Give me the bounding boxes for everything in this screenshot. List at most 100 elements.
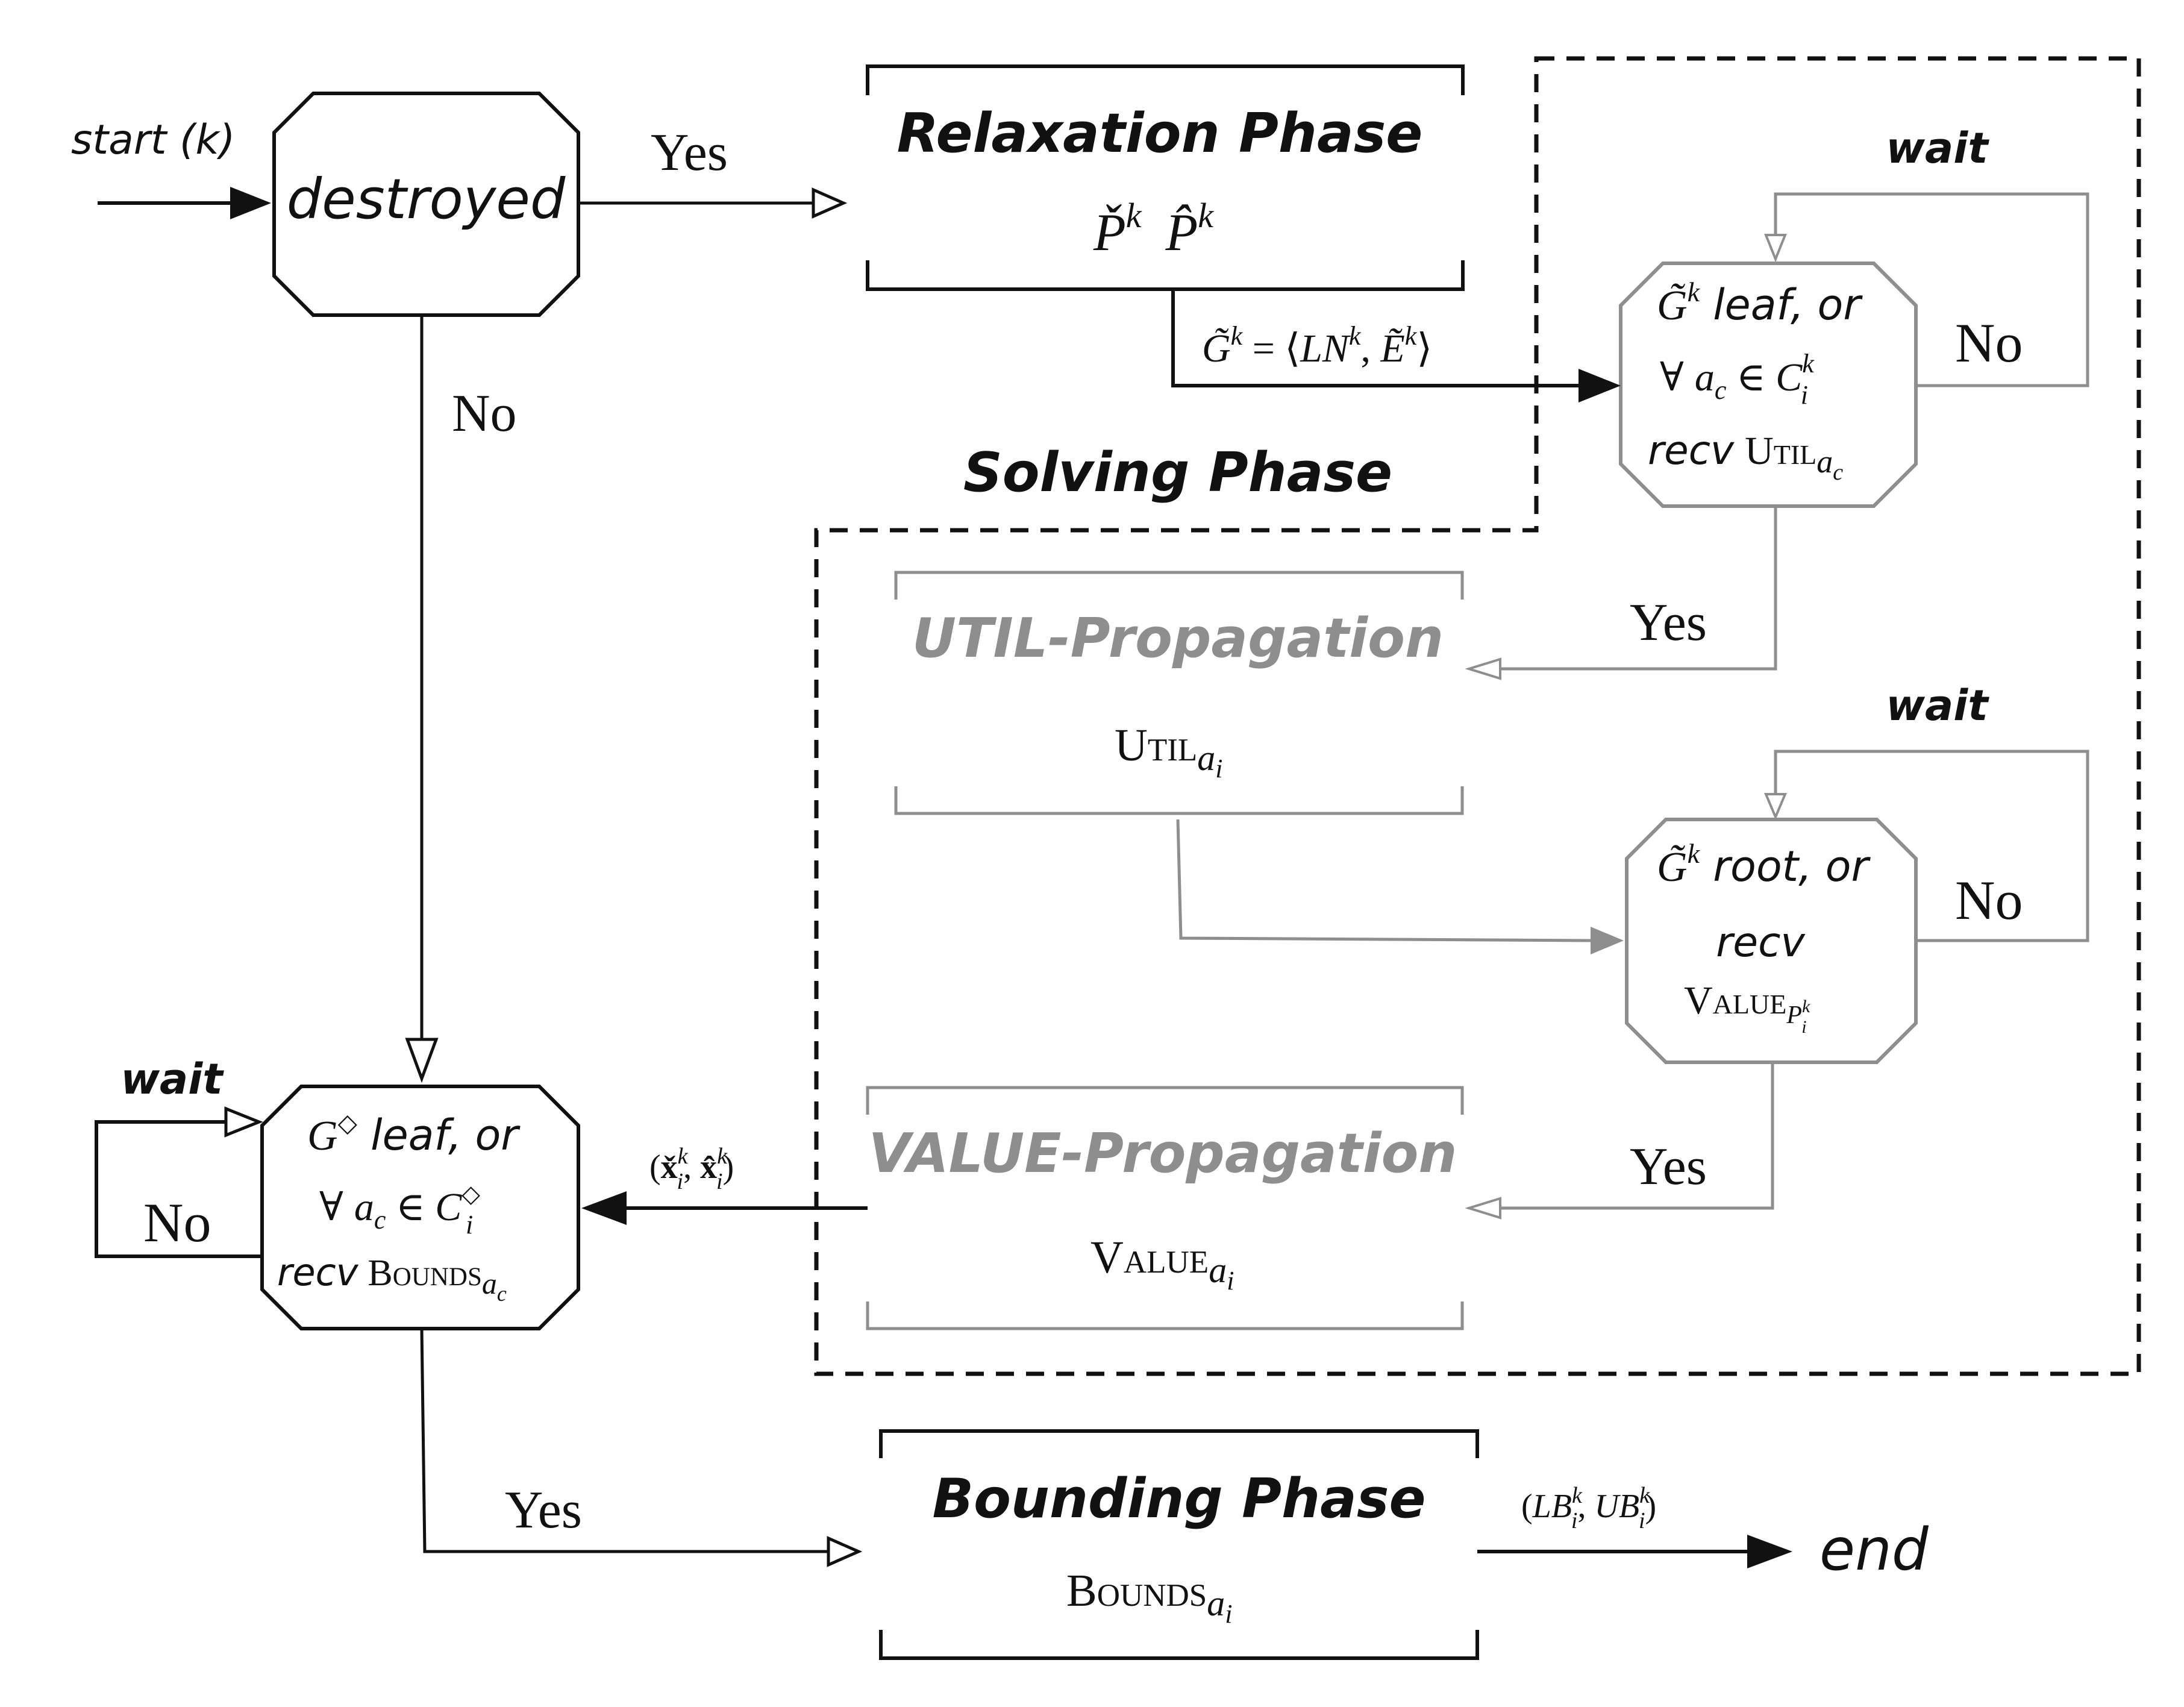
g-tilde-sup: k	[1231, 321, 1244, 351]
value-propagation-box	[866, 1086, 1464, 1330]
destroyed-node	[272, 92, 580, 317]
end-label: end	[1819, 1516, 1929, 1583]
c-sup-k: k	[1802, 349, 1815, 378]
bounds-msg: Bounds	[1066, 1565, 1207, 1616]
ub-sub: i	[1639, 1508, 1645, 1533]
util-msg: Util	[1115, 720, 1197, 771]
root-yes-label: Yes	[1630, 1138, 1707, 1196]
x-check-sub: i	[677, 1169, 684, 1194]
in-symbol: ∈	[1726, 355, 1776, 399]
start-label: start (k)	[71, 116, 235, 164]
e-tilde: Ẽ	[1380, 327, 1404, 371]
a-sub: a	[482, 1267, 497, 1300]
lb-sub: i	[1571, 1508, 1578, 1533]
a-sub: a	[1209, 1250, 1227, 1290]
p-sub-sup-k: k	[1802, 997, 1810, 1016]
leaf-yes-label: Yes	[1630, 594, 1707, 652]
ub-sup: k	[1639, 1483, 1650, 1508]
a-symbol: a	[354, 1185, 374, 1229]
value-msg: Value	[1090, 1232, 1209, 1283]
p-hat-symbol: P̂	[1165, 204, 1198, 262]
bounding-phase-title: Bounding Phase	[932, 1467, 1425, 1530]
comma-sep: ,	[1577, 1488, 1594, 1525]
root-yes-edge	[1465, 1062, 1774, 1220]
root-or-text: root, or	[1700, 842, 1871, 891]
value-propagation-msg: Valueai	[1090, 1232, 1234, 1295]
relaxation-phase-box	[866, 64, 1465, 291]
c-sub-i: i	[466, 1210, 473, 1239]
destroyed-yes-label: Yes	[651, 124, 728, 182]
a-sub: a	[1197, 738, 1215, 778]
bounds-yes-edge	[420, 1328, 863, 1567]
bounds-wait-loop-edge	[95, 1106, 263, 1258]
x-hat: x̂	[700, 1148, 717, 1186]
root-wait-label: wait	[1886, 681, 1989, 730]
g-diamond-sup: ◇	[338, 1110, 358, 1138]
paren-close: )	[1645, 1488, 1657, 1525]
i-sub: i	[1227, 1266, 1234, 1295]
c-sub-i: i	[1801, 380, 1808, 410]
p-check-symbol: P̌	[1093, 204, 1126, 262]
g-tilde: G̃	[1657, 844, 1688, 891]
c-sub: c	[1715, 375, 1727, 405]
c-symbol: C	[435, 1185, 462, 1229]
bounding-phase-msg: Boundsai	[1066, 1565, 1233, 1629]
root-check-line1: G̃k root, or	[1657, 838, 1871, 891]
comma-sep: ,	[1360, 327, 1380, 371]
bounds-check-line2: ∀ac ∈ C◇i	[319, 1180, 480, 1239]
solving-phase-region	[814, 56, 2141, 1376]
p-sub-sub-i: i	[1801, 1017, 1806, 1037]
c-symbol: C	[1776, 355, 1803, 399]
lb-symbol: LB	[1532, 1488, 1572, 1525]
destroyed-label: destroyed	[287, 167, 566, 231]
util-msg: Util	[1745, 429, 1816, 473]
root-wait-loop-edge	[1763, 750, 2089, 942]
leaf-or-text: leaf, or	[357, 1110, 521, 1160]
comma-sep: ,	[683, 1148, 700, 1186]
relaxation-title: Relaxation Phase	[897, 102, 1423, 165]
root-check-node	[1625, 818, 1918, 1064]
value-propagation-title: VALUE-Propagation	[868, 1122, 1457, 1185]
g-tilde-sup: k	[1688, 277, 1701, 307]
g-symbol: G	[307, 1113, 338, 1159]
destroyed-no-label: No	[452, 384, 517, 443]
destroyed-no-edge	[405, 315, 439, 1083]
paren-open: (	[649, 1148, 661, 1186]
solving-phase-title: Solving Phase	[963, 441, 1392, 504]
a-symbol: a	[1695, 355, 1715, 399]
paren-open: (	[1521, 1488, 1533, 1525]
i-sub: i	[1215, 754, 1222, 783]
c-sup-diamond: ◇	[462, 1180, 480, 1207]
p-hat-sup: k	[1198, 196, 1214, 235]
forall-symbol: ∀	[1660, 355, 1684, 399]
bounds-yes-label: Yes	[505, 1481, 582, 1539]
paren-close: )	[723, 1148, 734, 1186]
angle-close: ⟩	[1416, 327, 1432, 371]
in-symbol: ∈	[386, 1185, 435, 1229]
graph-relaxed-label: G̃k = ⟨LNk, Ẽk⟩	[1202, 321, 1432, 371]
bounds-check-line1: G◇ leaf, or	[307, 1110, 521, 1160]
start-to-destroyed-edge	[98, 187, 271, 219]
a-sub: a	[1816, 443, 1833, 480]
ln-symbol: LN	[1300, 327, 1351, 371]
util-to-root-edge	[1176, 819, 1624, 954]
leaf-wait-label: wait	[1886, 124, 1989, 173]
recv-text: recv	[1648, 427, 1735, 474]
bounds-wait-label: wait	[120, 1054, 224, 1104]
util-propagation-title: UTIL-Propagation	[912, 607, 1444, 670]
x-check-sup: k	[678, 1144, 689, 1169]
eq-open: = ⟨	[1242, 327, 1300, 371]
leaf-yes-edge	[1465, 506, 1777, 680]
recv-text: recv	[277, 1250, 359, 1294]
a-sub: a	[1207, 1583, 1225, 1623]
lb-sup: k	[1572, 1483, 1583, 1508]
bounding-phase-box	[879, 1429, 1479, 1660]
g-tilde: G̃	[1657, 283, 1688, 329]
